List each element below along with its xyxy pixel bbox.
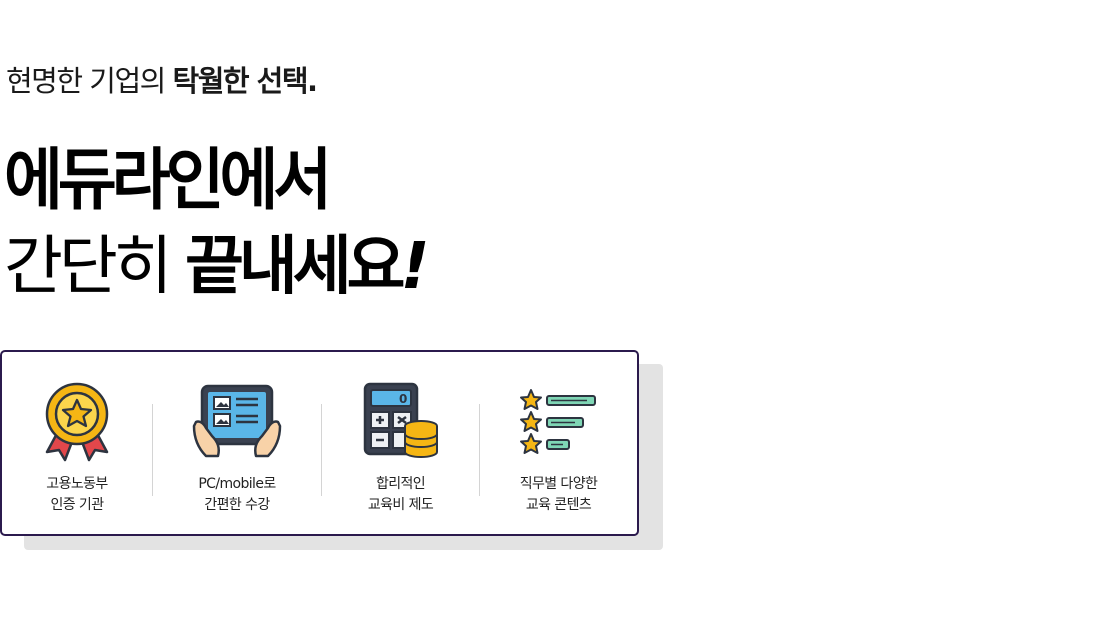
feature-contents: 직무별 다양한 교육 콘텐츠 <box>480 352 637 534</box>
tagline-light: 현명한 기업의 <box>6 64 173 98</box>
headline-line2: 간단히 끝내세요! <box>4 224 430 310</box>
headline-exclamation: ! <box>400 230 430 304</box>
feature-label-line1: 고용노동부 <box>46 476 108 492</box>
feature-label-line1: 직무별 다양한 <box>519 476 598 492</box>
headline-line2-light: 간단히 <box>4 230 185 304</box>
feature-certified: 고용노동부 인증 기관 <box>2 352 152 534</box>
divider <box>321 404 322 496</box>
award-medal-icon <box>41 380 113 464</box>
feature-label-line2: 인증 기관 <box>50 497 105 513</box>
feature-label: 합리적인 교육비 제도 <box>367 474 434 516</box>
headline-line2-bold: 끝내세요 <box>184 230 406 304</box>
feature-label-line1: 합리적인 <box>375 476 426 492</box>
tablet-learning-icon <box>192 380 282 464</box>
feature-mobile: PC/mobile로 간편한 수강 <box>153 352 321 534</box>
feature-label: 고용노동부 인증 기관 <box>46 474 108 516</box>
feature-label-line1: PC/mobile로 <box>198 476 276 492</box>
features-card: 고용노동부 인증 기관 PC/mobile로 간편한 수강 <box>0 350 639 536</box>
feature-label-line2: 교육비 제도 <box>367 497 434 513</box>
tagline-bold: 탁월한 선택. <box>172 64 319 98</box>
headline: 에듀라인에서 간단히 끝내세요! <box>4 138 430 310</box>
star-list-icon <box>519 380 599 464</box>
divider <box>152 404 153 496</box>
feature-label-line2: 간편한 수강 <box>204 497 270 513</box>
calculator-coins-icon: 0 <box>361 380 441 464</box>
divider <box>479 404 480 496</box>
feature-label: 직무별 다양한 교육 콘텐츠 <box>520 474 598 516</box>
svg-text:0: 0 <box>399 392 407 406</box>
tagline: 현명한 기업의 탁월한 선택. <box>6 58 319 100</box>
feature-label-line2: 교육 콘텐츠 <box>525 497 592 513</box>
feature-pricing: 0 합리적인 교육비 제도 <box>322 352 479 534</box>
feature-label: PC/mobile로 간편한 수강 <box>198 474 276 516</box>
headline-line1: 에듀라인에서 <box>4 142 332 220</box>
